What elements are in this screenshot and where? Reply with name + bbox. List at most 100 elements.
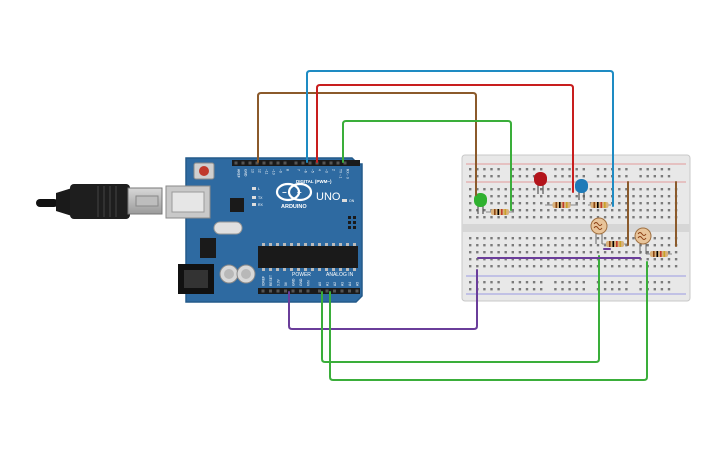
header-pin[interactable] (340, 289, 344, 293)
breadboard-hole[interactable] (469, 202, 472, 205)
breadboard-hole[interactable] (575, 258, 578, 261)
breadboard-hole[interactable] (582, 265, 585, 268)
breadboard-hole[interactable] (490, 258, 493, 261)
breadboard-hole[interactable] (511, 281, 514, 284)
breadboard-hole[interactable] (660, 237, 664, 240)
breadboard-hole[interactable] (469, 288, 472, 291)
breadboard-hole[interactable] (660, 188, 664, 191)
breadboard-hole[interactable] (483, 281, 486, 284)
breadboard-hole[interactable] (490, 188, 493, 191)
breadboard-hole[interactable] (511, 216, 514, 219)
breadboard-hole[interactable] (611, 209, 614, 212)
breadboard-hole[interactable] (469, 188, 472, 191)
breadboard-hole[interactable] (554, 251, 557, 254)
breadboard-hole[interactable] (540, 202, 543, 205)
breadboard-hole[interactable] (561, 188, 564, 191)
breadboard-hole[interactable] (667, 175, 671, 178)
breadboard-hole[interactable] (525, 188, 529, 191)
breadboard-hole[interactable] (611, 288, 614, 291)
breadboard-hole[interactable] (483, 251, 486, 254)
breadboard-hole[interactable] (618, 209, 621, 212)
breadboard-hole[interactable] (625, 237, 628, 240)
header-pin[interactable] (301, 161, 305, 165)
breadboard-hole[interactable] (518, 251, 522, 254)
breadboard-hole[interactable] (518, 168, 522, 171)
breadboard-hole[interactable] (497, 258, 500, 261)
breadboard-hole[interactable] (518, 237, 522, 240)
breadboard-hole[interactable] (660, 216, 664, 219)
breadboard-hole[interactable] (561, 195, 564, 198)
breadboard-hole[interactable] (504, 244, 507, 247)
breadboard-hole[interactable] (674, 265, 678, 268)
breadboard-hole[interactable] (667, 265, 671, 268)
breadboard-hole[interactable] (476, 188, 479, 191)
breadboard-hole[interactable] (625, 175, 628, 178)
breadboard-hole[interactable] (611, 265, 614, 268)
breadboard-hole[interactable] (476, 168, 479, 171)
breadboard-hole[interactable] (603, 265, 607, 268)
breadboard-hole[interactable] (618, 168, 621, 171)
breadboard-hole[interactable] (525, 265, 529, 268)
breadboard-hole[interactable] (653, 237, 656, 240)
breadboard-hole[interactable] (603, 237, 607, 240)
breadboard-hole[interactable] (518, 175, 522, 178)
breadboard-hole[interactable] (476, 175, 479, 178)
breadboard-hole[interactable] (497, 195, 500, 198)
breadboard-hole[interactable] (525, 258, 529, 261)
breadboard-hole[interactable] (511, 195, 514, 198)
breadboard-hole[interactable] (596, 175, 600, 178)
breadboard-hole[interactable] (476, 265, 479, 268)
breadboard-hole[interactable] (554, 265, 557, 268)
breadboard-hole[interactable] (554, 209, 557, 212)
breadboard-hole[interactable] (667, 209, 671, 212)
breadboard-hole[interactable] (618, 188, 621, 191)
breadboard-hole[interactable] (653, 288, 656, 291)
breadboard-hole[interactable] (646, 251, 649, 254)
header-pin[interactable] (276, 289, 280, 293)
breadboard-hole[interactable] (525, 237, 529, 240)
breadboard-hole[interactable] (618, 216, 621, 219)
arduino-uno-board[interactable]: − + ARDUINO UNO DIGITAL (PWM~) POWER ANA… (165, 157, 363, 303)
breadboard-hole[interactable] (589, 265, 593, 268)
breadboard-hole[interactable] (554, 281, 557, 284)
breadboard-hole[interactable] (632, 258, 635, 261)
breadboard-hole[interactable] (618, 265, 621, 268)
breadboard-hole[interactable] (625, 188, 628, 191)
breadboard[interactable] (461, 154, 691, 302)
green-wire-a1[interactable] (321, 255, 600, 363)
breadboard-hole[interactable] (639, 216, 642, 219)
breadboard-hole[interactable] (603, 209, 607, 212)
breadboard-hole[interactable] (518, 209, 522, 212)
header-pin[interactable] (262, 161, 266, 165)
breadboard-hole[interactable] (582, 281, 585, 284)
breadboard-hole[interactable] (532, 244, 536, 247)
breadboard-hole[interactable] (575, 202, 578, 205)
breadboard-hole[interactable] (653, 195, 656, 198)
breadboard-hole[interactable] (497, 265, 500, 268)
breadboard-hole[interactable] (660, 258, 664, 261)
header-pin[interactable] (284, 289, 287, 293)
breadboard-hole[interactable] (483, 244, 486, 247)
breadboard-hole[interactable] (646, 188, 649, 191)
breadboard-hole[interactable] (639, 244, 642, 247)
breadboard-hole[interactable] (547, 265, 550, 268)
breadboard-hole[interactable] (547, 258, 550, 261)
breadboard-hole[interactable] (618, 202, 621, 205)
breadboard-hole[interactable] (632, 188, 635, 191)
breadboard-hole[interactable] (653, 209, 656, 212)
breadboard-hole[interactable] (561, 209, 564, 212)
breadboard-hole[interactable] (632, 244, 635, 247)
breadboard-hole[interactable] (582, 288, 585, 291)
breadboard-hole[interactable] (625, 258, 628, 261)
breadboard-hole[interactable] (490, 175, 493, 178)
header-pin[interactable] (308, 161, 312, 165)
breadboard-hole[interactable] (575, 209, 578, 212)
breadboard-hole[interactable] (632, 237, 635, 240)
reset-button[interactable] (193, 162, 215, 180)
breadboard-hole[interactable] (582, 175, 585, 178)
breadboard-hole[interactable] (532, 281, 536, 284)
breadboard-hole[interactable] (589, 251, 593, 254)
breadboard-hole[interactable] (490, 168, 493, 171)
breadboard-hole[interactable] (582, 244, 585, 247)
breadboard-hole[interactable] (469, 209, 472, 212)
